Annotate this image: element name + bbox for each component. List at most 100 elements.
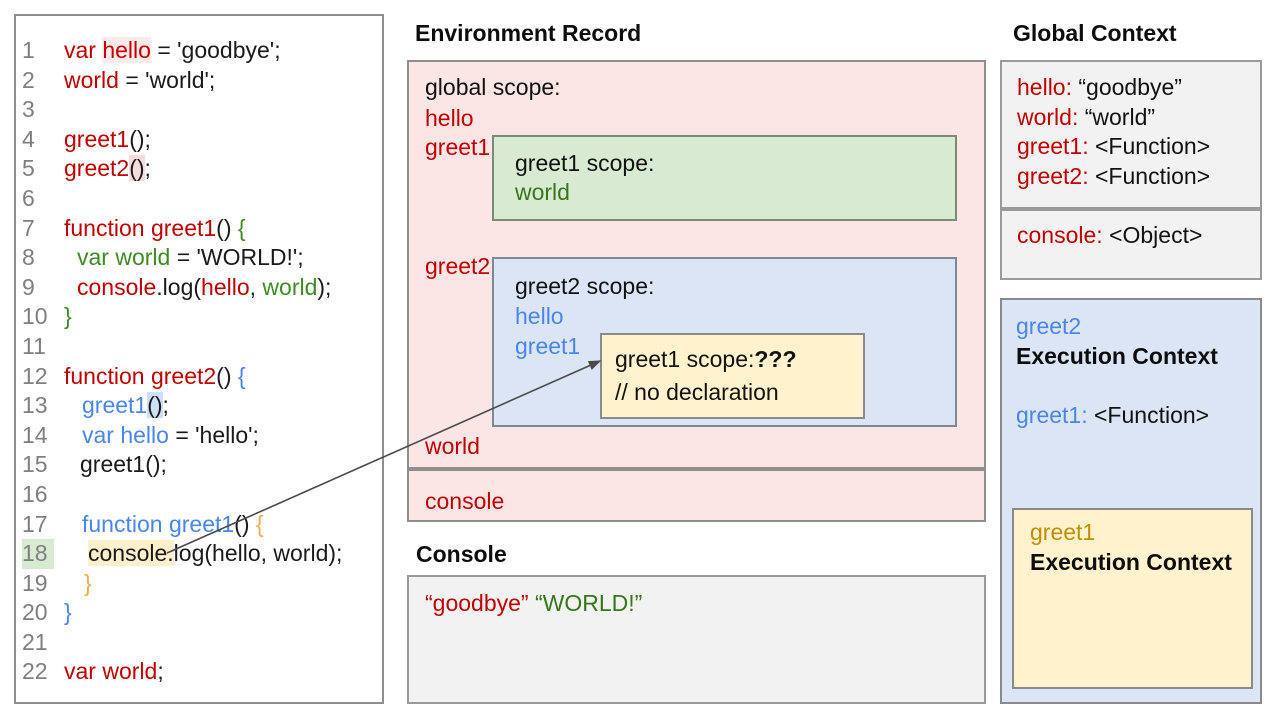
global-scope-box: global scope: hello greet1 greet2 world … [407,60,986,469]
greet2-scope-box: greet2 scope: hello greet1 greet1 scope:… [492,257,957,427]
console-output-goodbye: “goodbye” [425,590,529,616]
code-segment: greet2 [64,155,130,182]
greet2-ec-entry-value: <Function> [1094,402,1210,428]
global-var-greet2: greet2 [425,253,491,279]
code-segment: } [64,303,72,330]
code-line-number: 21 [22,628,48,655]
code-line-number: 22 [22,658,48,685]
greet1-inner-scope-unknown: ??? [754,346,797,372]
console-entry-name: console: [1017,222,1103,248]
console-binding-box: console [407,469,986,522]
code-segment: ); [317,273,332,300]
code-line: 11 [16,332,382,362]
code-line-text: greet1(); [64,450,167,480]
code-segment: hello [102,37,151,63]
code-line-number: 11 [22,332,46,359]
code-line: 10} [16,302,382,332]
code-segment: () [147,392,163,419]
code-line: 2 world = 'world'; [16,66,382,96]
code-segment: console [77,273,157,300]
global-var-hello: hello [425,105,474,131]
code-segment: { [255,510,264,537]
code-line-text: var world; [64,657,164,687]
greet1-inner-scope-comment: // no declaration [615,379,779,405]
code-segment: () [216,214,238,241]
code-segment: log(hello, world); [173,540,343,567]
code-line-number: 18 [22,539,54,569]
code-line: 15 greet1(); [16,450,382,480]
global-context-entry: hello: “goodbye” [1017,73,1210,103]
console-output-line: “goodbye” “WORLD!” [425,590,642,617]
code-segment: world [262,273,318,300]
greet2-ec-label: Execution Context [1016,343,1218,369]
code-line-text: function greet1() { [64,214,246,244]
code-line-text: console.log(hello, world); [64,539,342,569]
global-scope-label: global scope: [425,74,561,100]
code-segment: var world [77,244,171,271]
greet2-scope-var-greet1: greet1 [515,333,581,359]
code-segment: } [84,569,92,596]
entry-value: “goodbye” [1078,74,1182,100]
code-segment: var hello [82,421,169,448]
code-line-text: world = 'world'; [64,66,215,96]
global-var-greet1: greet1 [425,134,491,160]
code-line-number: 19 [22,569,48,596]
code-segment: world [64,66,119,93]
global-context-entry: greet1: <Function> [1017,132,1210,162]
global-var-console: console [425,488,505,514]
greet1-scope-box: greet1 scope: world [492,135,957,221]
code-segment: (); [129,125,151,152]
greet1-scope-var-world: world [515,179,570,205]
code-line-text: greet2(); [64,154,151,184]
code-line-text: function greet2() { [64,362,246,392]
code-segment: ; [144,155,151,182]
greet1-ec-name: greet1 [1030,519,1096,545]
environment-record-title: Environment Record [415,20,642,46]
code-line-text: console.log(hello, world); [64,273,331,303]
greet1-scope-title: greet1 scope: [515,150,655,176]
code-segment: console. [88,540,174,567]
code-line-number: 15 [22,451,48,478]
global-context-console-entry: console: <Object> [1017,221,1202,251]
code-segment: greet1(); [80,451,167,478]
global-context-entries: hello: “goodbye”world: “world”greet1: <F… [1017,73,1210,191]
code-segment: function greet1 [64,214,217,241]
greet1-inner-scope-title-text: greet1 scope: [615,346,755,372]
code-line: 22 var world; [16,657,382,687]
code-segment: = 'WORLD!'; [170,244,304,271]
code-segment: var world [64,658,158,685]
code-line: 20} [16,598,382,628]
code-segment: = 'world'; [118,66,216,93]
entry-value: “world” [1084,103,1156,130]
global-context-console-box: console: <Object> [1000,209,1262,280]
entry-name: world: [1017,103,1079,130]
code-segment: = 'hello'; [168,421,259,448]
greet2-scope-var-hello: hello [515,303,564,329]
code-line-number: 2 [22,66,35,93]
greet2-ec-entry-name: greet1: [1016,402,1088,428]
greet1-inner-scope-box: greet1 scope:??? // no declaration [600,333,865,419]
code-line-text: } [64,598,72,628]
code-segment: ; [162,392,169,419]
code-line-text: var hello = 'goodbye'; [64,36,281,66]
global-context-entry: greet2: <Function> [1017,162,1210,192]
code-line-text: } [64,302,72,332]
code-segment: () [234,510,256,537]
code-line-number: 16 [22,480,48,507]
code-segment: ; [157,658,164,685]
entry-name: hello: [1017,74,1072,100]
code-segment: greet1 [64,125,130,152]
greet2-ec-name: greet2 [1016,313,1082,339]
code-segment: greet1 [82,392,148,419]
greet1-ec-label: Execution Context [1030,549,1232,575]
code-line-text: var world = 'WORLD!'; [64,243,304,273]
code-line-text: function greet1() { [64,510,264,540]
code-segment: .log( [156,273,202,300]
